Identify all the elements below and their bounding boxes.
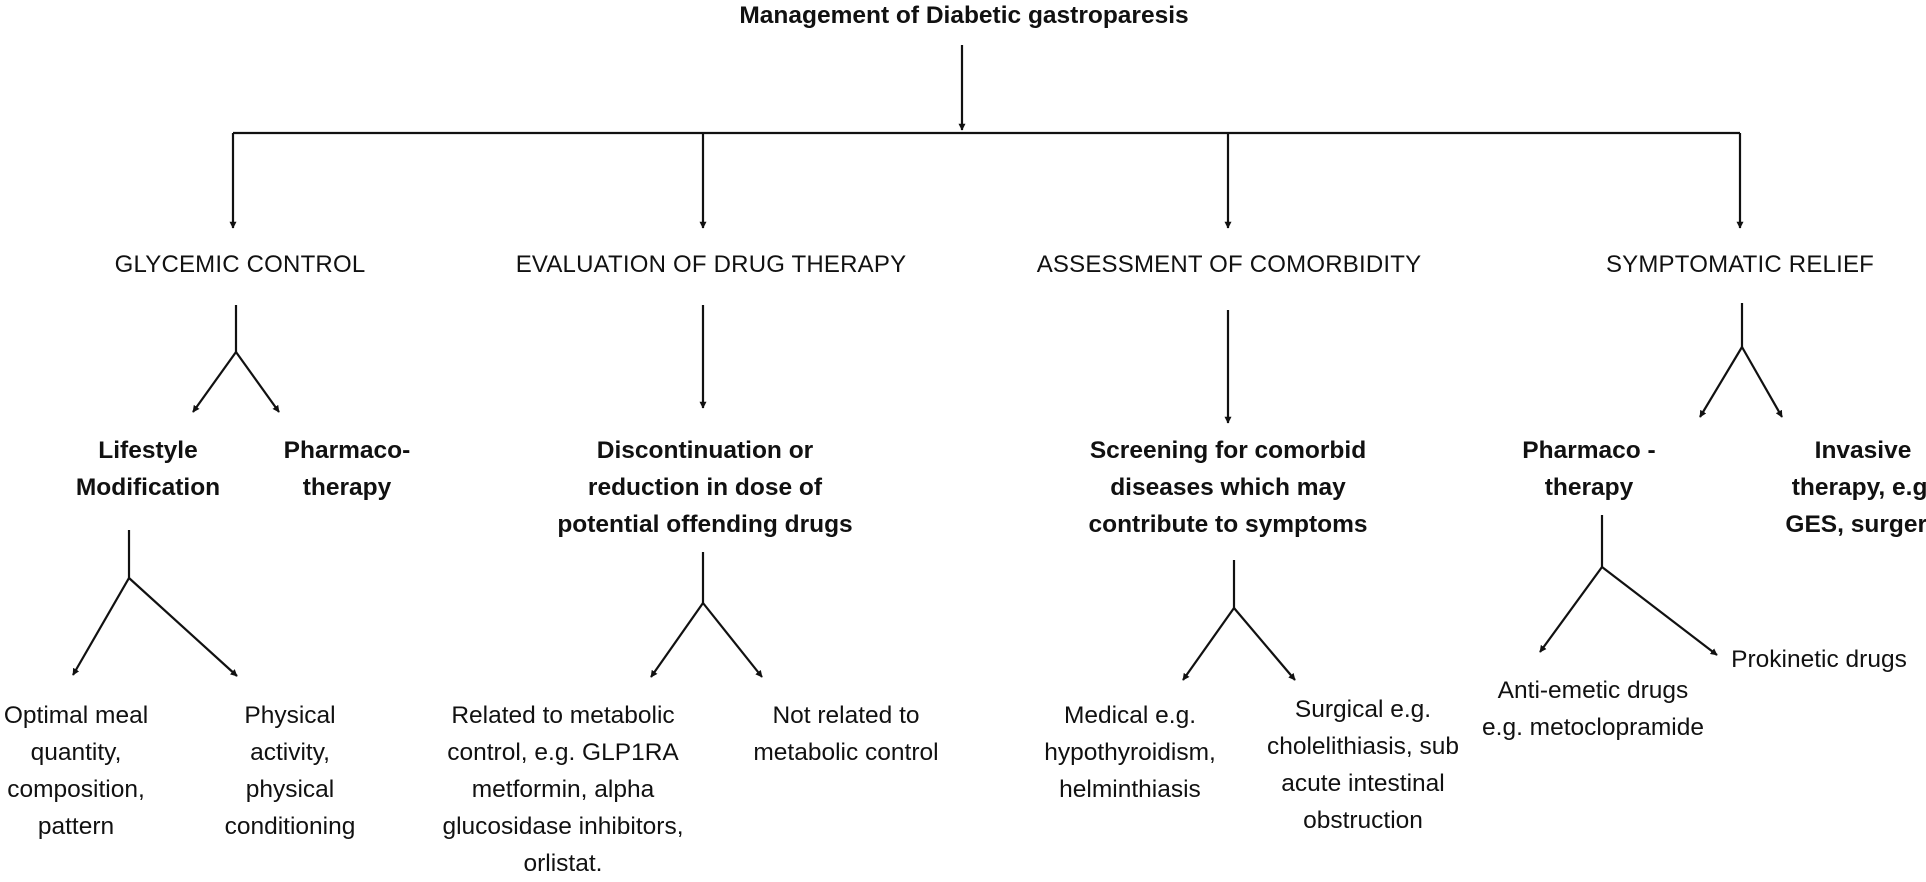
lifestyle-modification: Lifestyle Modification [75, 437, 221, 501]
arrow-to-prokinetic [1601, 566, 1718, 656]
optimal-meal: Optimal meal quantity, composition, patt… [3, 702, 149, 840]
not-related-to-metabolic-control: Not related to metabolic control [753, 702, 939, 766]
surgical-comorbidity: Surgical e.g. cholelithiasis, sub acute … [1266, 696, 1460, 834]
arrow-to-medical [1182, 607, 1235, 681]
arrow-to-surgical [1233, 607, 1296, 681]
category-symptomatic-relief: SYMPTOMATIC RELIEF [1605, 251, 1875, 278]
arrow-to-not-related [702, 602, 763, 678]
category-glycemic-control: GLYCEMIC CONTROL [114, 251, 366, 278]
arrow-to-related [650, 602, 704, 678]
arrow-to-lifestyle [192, 351, 237, 413]
symptomatic-pharmacotherapy: Pharmaco - therapy [1522, 437, 1656, 501]
screening-comorbid-diseases: Screening for comorbid diseases which ma… [1088, 437, 1368, 538]
glycemic-pharmacotherapy: Pharmaco- therapy [283, 437, 411, 501]
invasive-therapy: Invasive therapy, e.g. GES, surgery [1785, 437, 1926, 538]
arrow-to-meal [72, 577, 130, 676]
arrow-to-pharmaco [235, 351, 280, 413]
prokinetic-drugs: Prokinetic drugs [1731, 646, 1907, 673]
anti-emetic-drugs: Anti-emetic drugs e.g. metoclopramide [1482, 677, 1704, 741]
medical-comorbidity: Medical e.g. hypothyroidism, helminthias… [1044, 702, 1216, 803]
category-comorbidity: ASSESSMENT OF COMORBIDITY [1036, 251, 1422, 278]
arrow-to-sym-pharmaco [1699, 346, 1743, 418]
physical-activity: Physical activity, physical conditioning [224, 702, 356, 840]
diagram-title: Management of Diabetic gastroparesis [739, 2, 1189, 29]
arrow-to-physical [128, 577, 238, 677]
arrow-to-antiemetic [1539, 566, 1603, 653]
discontinuation-offending-drugs: Discontinuation or reduction in dose of … [557, 437, 853, 538]
arrow-to-invasive [1741, 346, 1783, 418]
related-to-metabolic-control: Related to metabolic control, e.g. GLP1R… [442, 702, 684, 877]
category-drug-therapy: EVALUATION OF DRUG THERAPY [515, 251, 907, 278]
